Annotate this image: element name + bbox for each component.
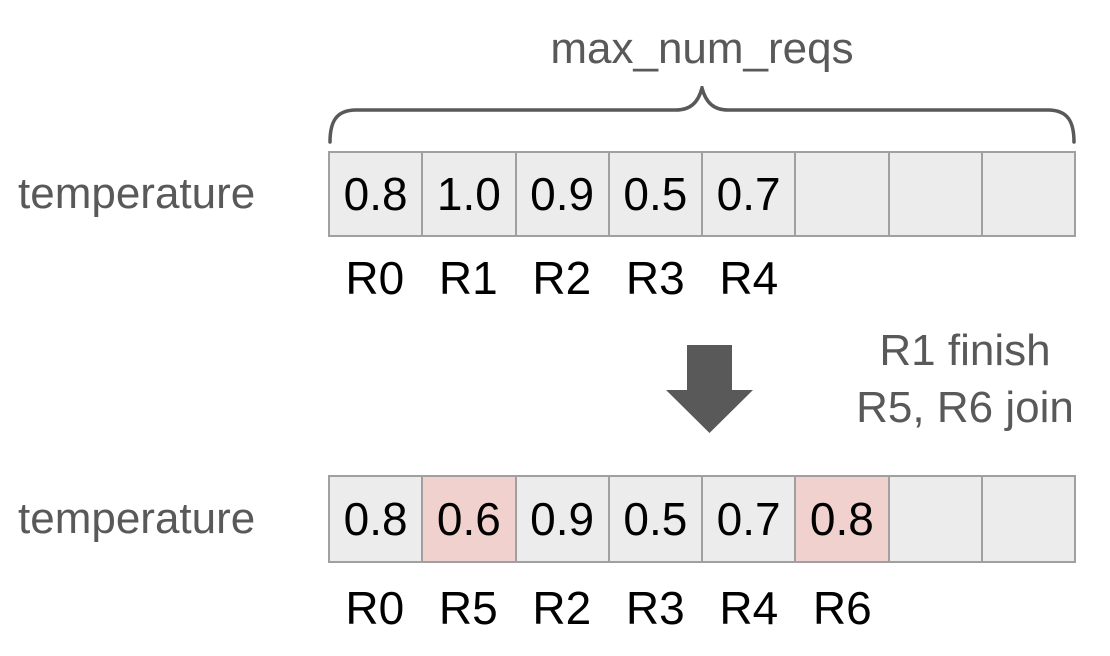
request-label-r4: R4	[719, 582, 779, 634]
request-label-r4: R4	[719, 252, 779, 304]
temperature-cell: 1.0	[423, 153, 517, 235]
temperature-cell-new: 0.8	[796, 477, 890, 561]
temperature-cell: 0.7	[703, 153, 797, 235]
request-label-empty	[983, 580, 1077, 636]
temperature-cell	[796, 153, 890, 235]
request-label-empty	[983, 250, 1077, 306]
request-label-r6: R6	[812, 582, 872, 634]
request-label-r2: R2	[532, 252, 592, 304]
temperature-cell-new: 0.6	[423, 477, 517, 561]
temperature-cell: 0.5	[609, 477, 703, 561]
request-labels-top: R0 R1 R2 R3 R4	[328, 250, 1076, 306]
request-label-r3: R3	[625, 252, 685, 304]
brace-label: max_num_reqs	[550, 24, 854, 73]
request-labels-bottom: R0 R5 R2 R3 R4 R6	[328, 580, 1076, 636]
temperature-cell: 0.5	[609, 153, 703, 235]
temperature-cell	[889, 477, 983, 561]
temperature-cell: 0.9	[516, 477, 610, 561]
transition-note: R1 finish R5, R6 join	[820, 322, 1110, 436]
transition-line-2: R5, R6 join	[856, 383, 1074, 432]
temperature-cell: 0.9	[516, 153, 610, 235]
row-label-temperature-top: temperature	[18, 169, 256, 218]
row-label-temperature-bottom: temperature	[18, 494, 256, 543]
request-label-empty	[889, 250, 983, 306]
temperature-cell: 0.8	[330, 153, 424, 235]
brace-icon	[328, 86, 1076, 144]
request-label-r1: R1	[438, 252, 498, 304]
transition-line-1: R1 finish	[879, 326, 1051, 375]
request-label-r0: R0	[345, 252, 405, 304]
temperature-cell	[982, 477, 1074, 561]
temperature-cell	[889, 153, 983, 235]
request-label-r0: R0	[345, 582, 405, 634]
request-label-empty	[796, 250, 890, 306]
request-label-r3: R3	[625, 582, 685, 634]
request-label-r2: R2	[532, 582, 592, 634]
temperature-cell: 0.7	[703, 477, 797, 561]
request-label-empty	[889, 580, 983, 636]
temperature-cell: 0.8	[330, 477, 424, 561]
request-label-r5: R5	[438, 582, 498, 634]
temperature-cell	[982, 153, 1074, 235]
down-arrow-icon	[666, 345, 753, 433]
